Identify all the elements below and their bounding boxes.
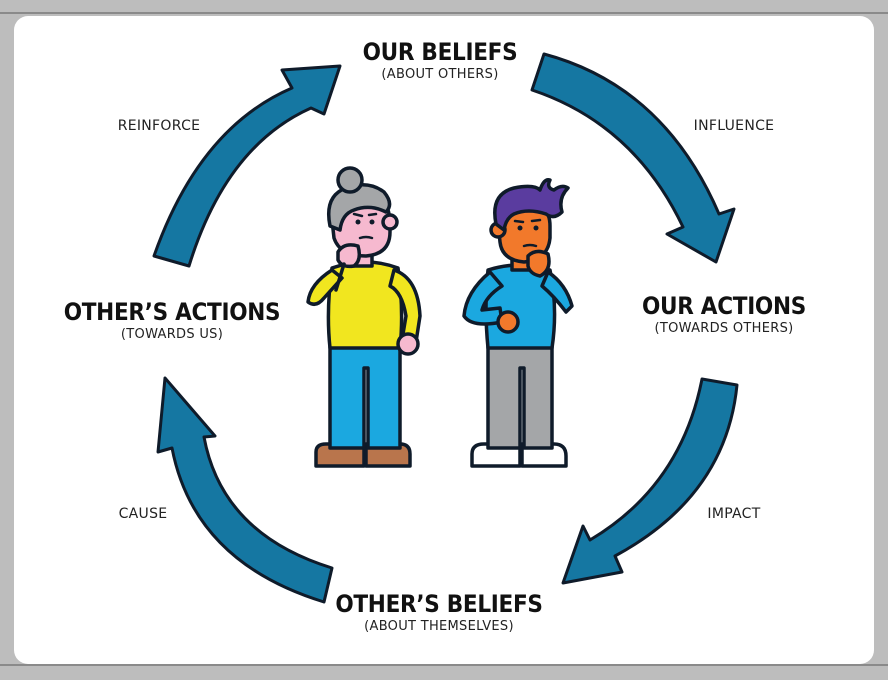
others-beliefs-subtitle: (ABOUT THEMSELVES): [314, 618, 564, 636]
node-our-beliefs: OUR BELIEFS (ABOUT OTHERS): [330, 38, 550, 84]
our-actions-subtitle: (TOWARDS OTHERS): [624, 320, 824, 338]
our-actions-title: OUR ACTIONS: [624, 292, 824, 320]
woman-figure: [308, 168, 420, 466]
node-others-beliefs: OTHER’S BELIEFS (ABOUT THEMSELVES): [314, 590, 564, 636]
bottom-rule: [0, 664, 888, 666]
edge-label-impact: IMPACT: [684, 506, 784, 522]
diagram-card: OUR BELIEFS (ABOUT OTHERS) OUR ACTIONS (…: [14, 16, 874, 664]
node-others-actions: OTHER’S ACTIONS (TOWARDS US): [52, 298, 292, 344]
node-our-actions: OUR ACTIONS (TOWARDS OTHERS): [624, 292, 824, 338]
edge-label-influence: INFLUENCE: [674, 118, 794, 134]
man-figure: [464, 180, 572, 466]
edge-label-reinforce: REINFORCE: [94, 118, 224, 134]
arrow-influence: [532, 54, 734, 262]
our-beliefs-title: OUR BELIEFS: [330, 38, 550, 66]
arrow-impact: [563, 379, 737, 583]
arrow-cause: [158, 378, 332, 602]
others-beliefs-title: OTHER’S BELIEFS: [314, 590, 564, 618]
edge-label-cause: CAUSE: [98, 506, 188, 522]
others-actions-title: OTHER’S ACTIONS: [52, 298, 292, 326]
our-beliefs-subtitle: (ABOUT OTHERS): [330, 66, 550, 84]
arrow-reinforce: [154, 66, 340, 266]
others-actions-subtitle: (TOWARDS US): [52, 326, 292, 344]
top-rule: [0, 12, 888, 14]
